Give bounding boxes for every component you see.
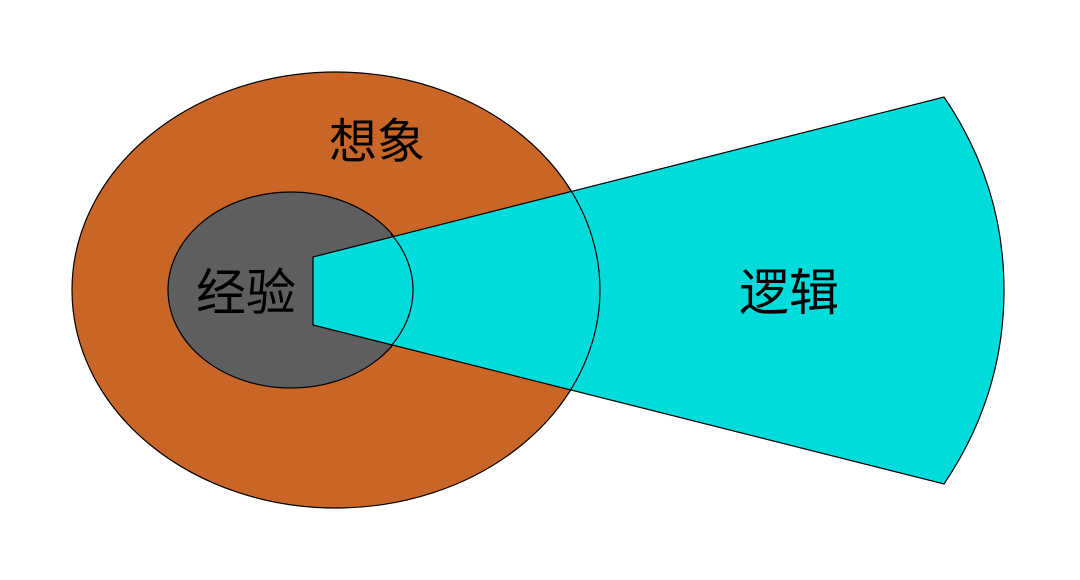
logic-wedge xyxy=(312,96,1005,485)
experience-boundary-overlay xyxy=(390,233,414,347)
imagination-label: 想象 xyxy=(329,114,425,170)
imagination-boundary-overlay xyxy=(567,185,601,395)
experience-label: 经验 xyxy=(196,264,296,322)
logic-label: 逻辑 xyxy=(739,264,839,322)
